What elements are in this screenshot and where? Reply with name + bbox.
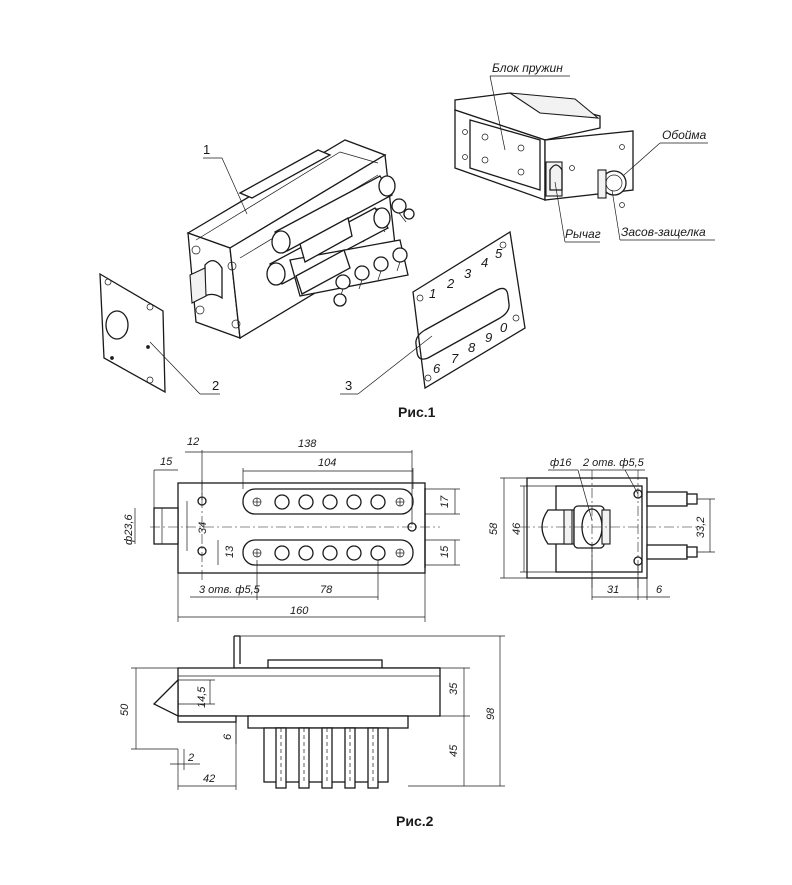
part-number-3: 3 bbox=[345, 378, 352, 393]
side-view: 58 46 33,2 31 6 ф16 2 отв. ф5,5 bbox=[488, 457, 715, 600]
svg-text:45: 45 bbox=[448, 744, 460, 757]
callouts: Блок пружин Обойма Рычаг Засов-защелка bbox=[489, 61, 715, 243]
front-view-button-holes bbox=[252, 494, 405, 561]
svg-text:1: 1 bbox=[429, 286, 436, 301]
callout-spring-block: Блок пружин bbox=[492, 61, 563, 75]
svg-text:15: 15 bbox=[439, 545, 451, 558]
svg-text:17: 17 bbox=[439, 495, 451, 508]
svg-text:9: 9 bbox=[485, 330, 492, 345]
figure-1-assembly: 1 2 3 4 5 6 7 8 9 0 1 2 3 bbox=[99, 61, 715, 420]
svg-text:12: 12 bbox=[187, 436, 199, 448]
svg-text:6: 6 bbox=[433, 361, 441, 376]
svg-text:31: 31 bbox=[607, 584, 619, 596]
svg-text:4: 4 bbox=[481, 255, 488, 270]
svg-text:160: 160 bbox=[290, 605, 309, 617]
svg-text:58: 58 bbox=[488, 522, 500, 535]
svg-text:6: 6 bbox=[222, 733, 234, 740]
svg-text:34: 34 bbox=[197, 522, 209, 534]
part-leaders: 1 2 3 bbox=[149, 142, 433, 395]
front-view: 160 138 12 104 15 ф23,6 34 13 17 bbox=[123, 436, 460, 622]
svg-text:15: 15 bbox=[160, 456, 173, 468]
figure-2-dimensions: 160 138 12 104 15 ф23,6 34 13 17 bbox=[119, 436, 715, 829]
svg-text:5: 5 bbox=[495, 246, 503, 261]
figure-1-caption: Рис.1 bbox=[398, 404, 436, 420]
callout-latch-bolt: Засов-защелка bbox=[621, 225, 706, 239]
svg-text:98: 98 bbox=[485, 707, 497, 720]
bottom-view-pins bbox=[275, 727, 379, 789]
part-number-2: 2 bbox=[212, 378, 219, 393]
callout-lever: Рычаг bbox=[565, 227, 601, 241]
svg-text:0: 0 bbox=[500, 320, 508, 335]
svg-text:104: 104 bbox=[318, 457, 336, 469]
svg-text:3: 3 bbox=[464, 266, 472, 281]
svg-text:3 отв. ф5,5: 3 отв. ф5,5 bbox=[199, 584, 261, 596]
lock-rear-view bbox=[454, 92, 634, 208]
svg-text:46: 46 bbox=[511, 522, 523, 535]
svg-text:35: 35 bbox=[448, 682, 460, 695]
svg-text:14,5: 14,5 bbox=[196, 686, 208, 708]
svg-text:13: 13 bbox=[224, 545, 236, 558]
svg-text:2: 2 bbox=[446, 276, 455, 291]
part-number-1: 1 bbox=[203, 142, 210, 157]
svg-text:138: 138 bbox=[298, 438, 317, 450]
callout-holder: Обойма bbox=[662, 128, 707, 142]
svg-text:6: 6 bbox=[656, 584, 663, 596]
dial-plate-part-3: 1 2 3 4 5 6 7 8 9 0 bbox=[412, 230, 526, 390]
back-plate-part-2 bbox=[99, 272, 166, 394]
code-cylinders bbox=[266, 175, 415, 307]
svg-text:42: 42 bbox=[203, 773, 215, 785]
svg-text:2: 2 bbox=[187, 752, 194, 764]
dial-digits-top: 1 2 3 4 5 bbox=[429, 246, 503, 301]
dial-digits-bottom: 6 7 8 9 0 bbox=[433, 320, 508, 376]
svg-text:33,2: 33,2 bbox=[695, 517, 707, 538]
svg-text:8: 8 bbox=[468, 340, 476, 355]
lower-buttons bbox=[333, 247, 408, 307]
figure-2-caption: Рис.2 bbox=[396, 813, 434, 829]
svg-text:ф23,6: ф23,6 bbox=[123, 514, 135, 545]
svg-text:2 отв. ф5,5: 2 отв. ф5,5 bbox=[582, 457, 645, 469]
svg-text:50: 50 bbox=[119, 703, 131, 716]
bottom-view: 50 14,5 6 2 42 35 45 98 bbox=[119, 635, 505, 790]
svg-text:78: 78 bbox=[320, 584, 333, 596]
svg-text:7: 7 bbox=[451, 351, 459, 366]
svg-text:ф16: ф16 bbox=[550, 457, 572, 469]
